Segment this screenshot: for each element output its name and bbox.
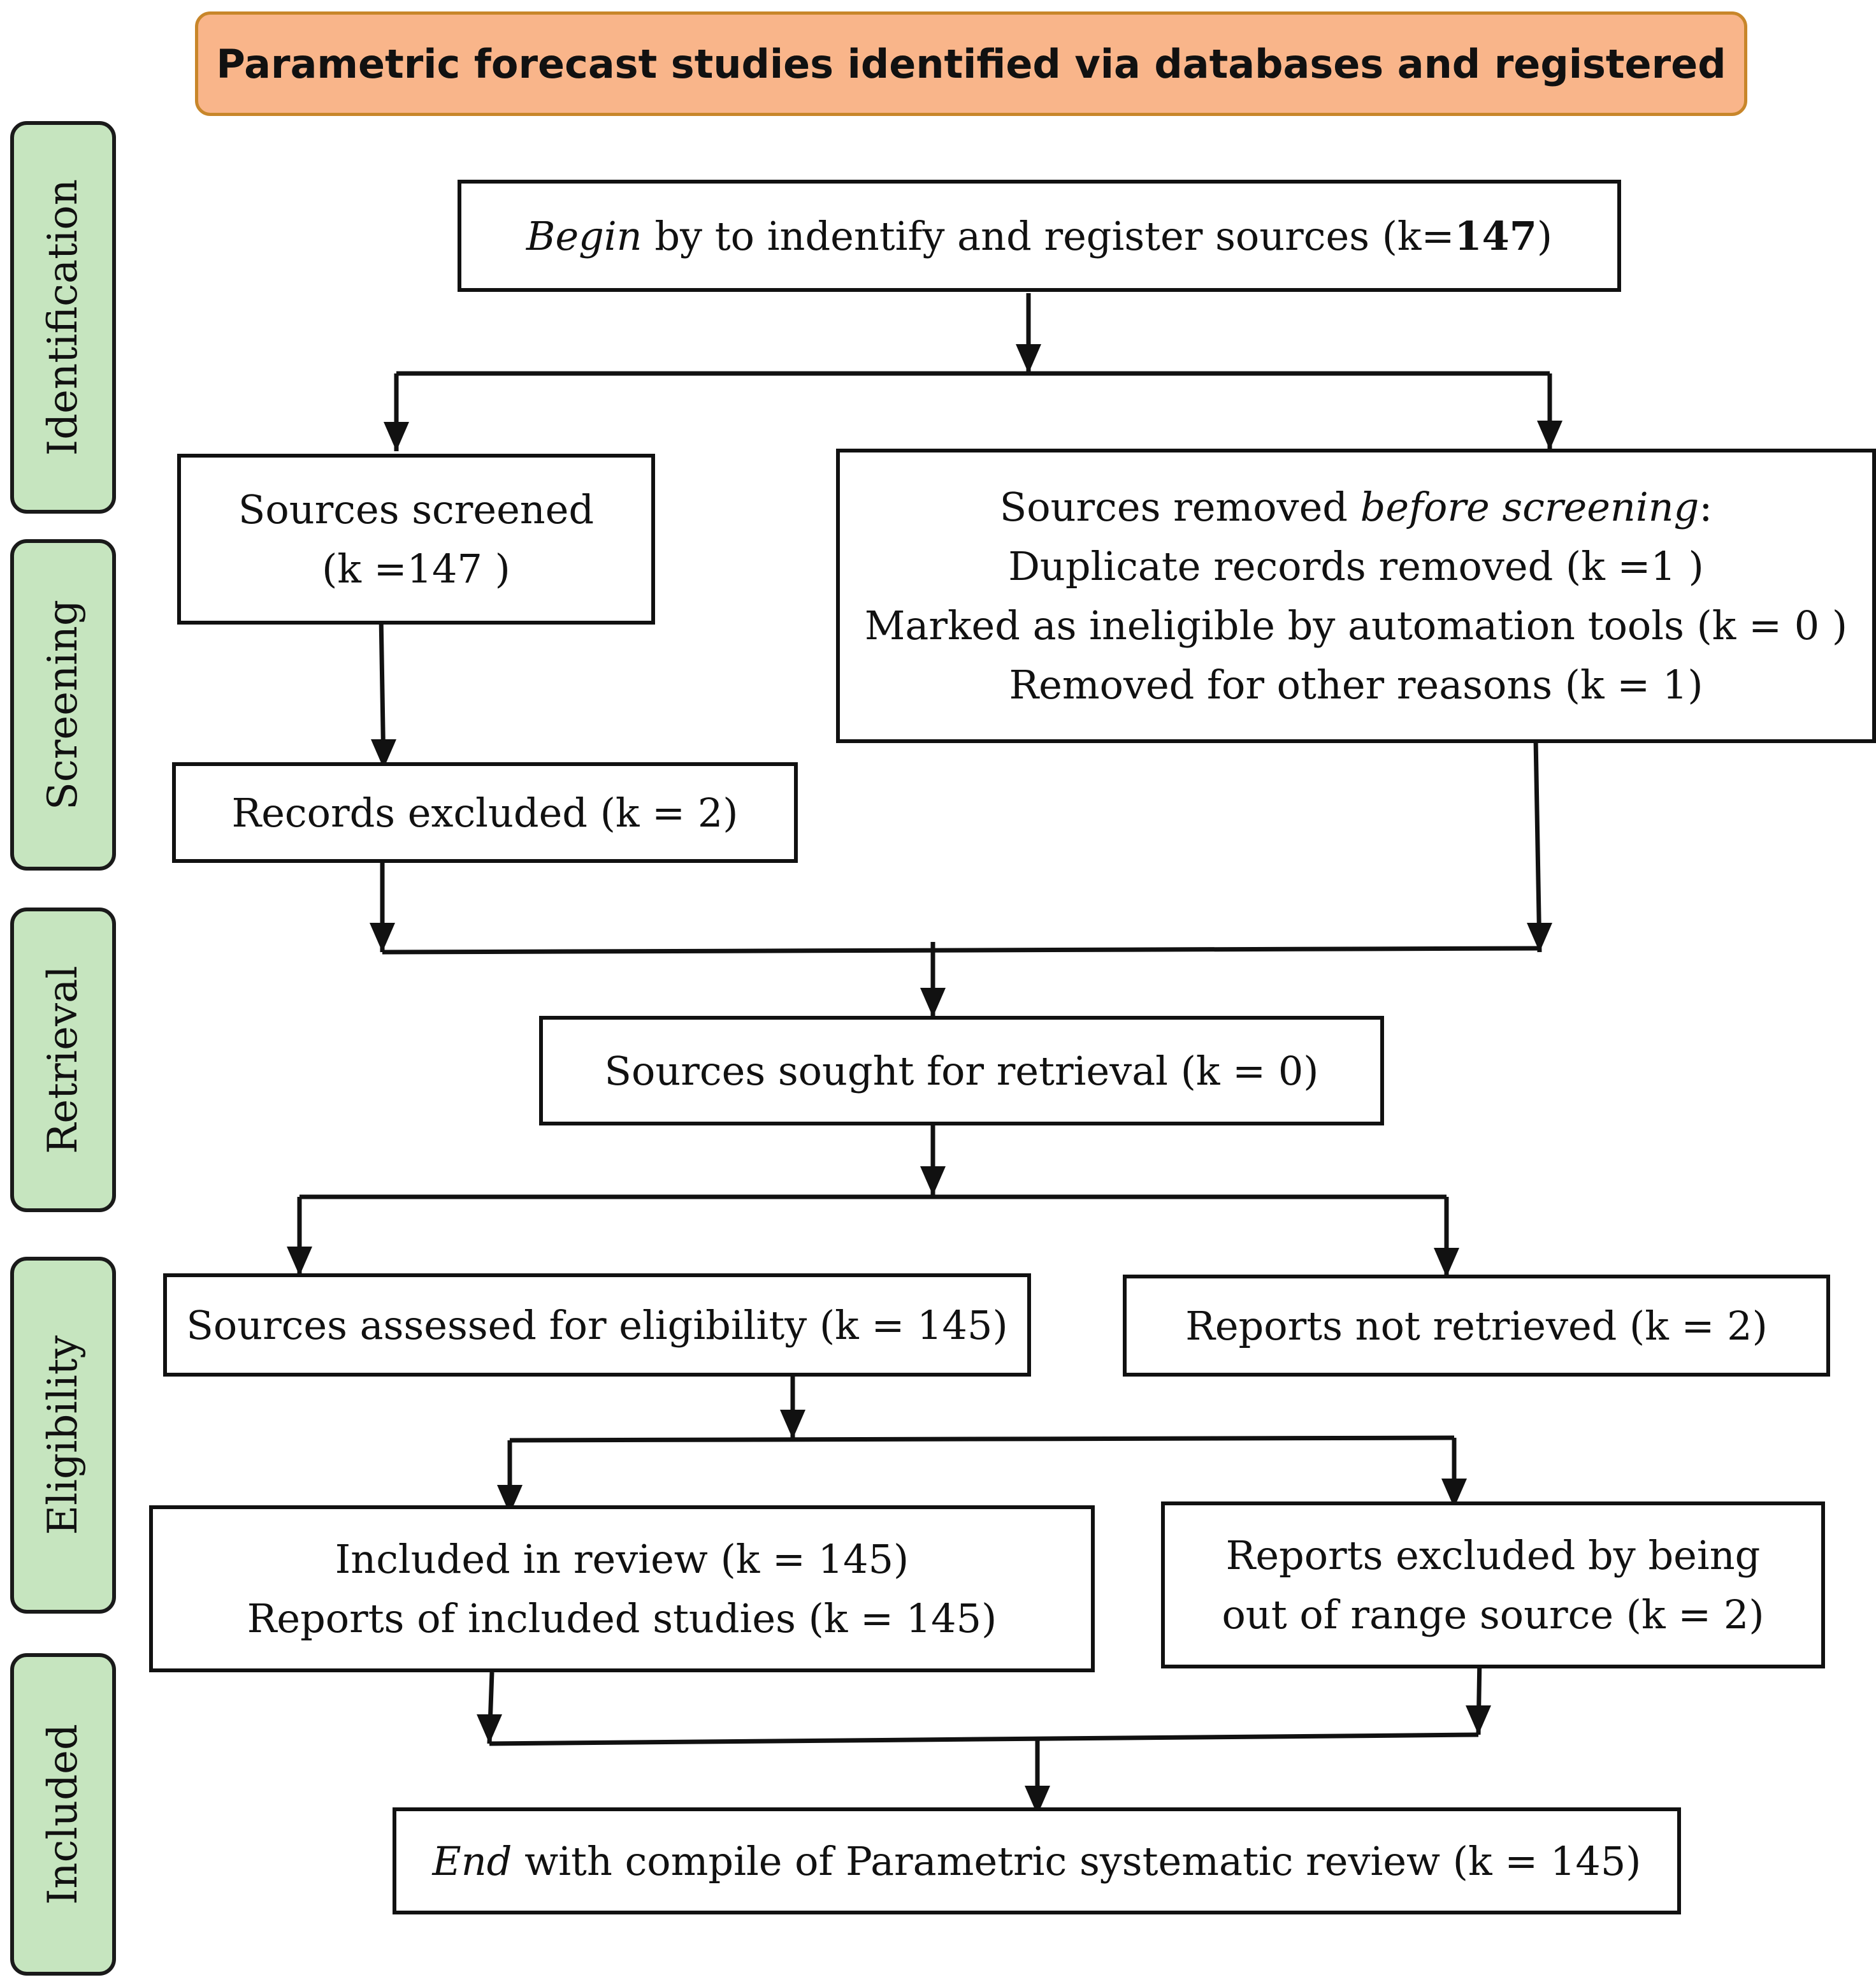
- stage-identification: Identification: [10, 121, 116, 514]
- begin-main: by to indentify and register sources (k=: [642, 212, 1455, 259]
- begin-italic: Begin: [526, 212, 642, 259]
- removed-line-1-pre: Sources removed: [999, 484, 1360, 530]
- removed-line-2: Duplicate records removed (k =1 ): [1008, 543, 1704, 590]
- arrowhead: [371, 739, 396, 769]
- arrowhead: [384, 422, 409, 451]
- removed-line-1: Sources removed before screening:: [1000, 477, 1712, 537]
- stage-label: Screening: [40, 600, 87, 810]
- stage-label: Eligibility: [40, 1335, 87, 1535]
- included-in-review-box: Included in review (k = 145) Reports of …: [149, 1505, 1095, 1672]
- records-excluded-box: Records excluded (k = 2): [172, 762, 798, 863]
- arrowhead: [920, 988, 946, 1017]
- merge-line-screening: [382, 946, 1540, 955]
- diagram-title-text: Parametric forecast studies identified v…: [216, 40, 1726, 87]
- end-italic: End: [432, 1837, 512, 1884]
- arrowhead: [1527, 923, 1552, 952]
- arrowhead: [780, 1410, 805, 1439]
- stage-retrieval: Retrieval: [10, 908, 116, 1212]
- sources-screened-box: Sources screened (k =147 ): [177, 454, 655, 625]
- included-line-2: Reports of included studies (k = 145): [247, 1595, 997, 1642]
- reports-not-retrieved-box: Reports not retrieved (k = 2): [1123, 1275, 1830, 1377]
- end-main: with compile of Parametric systematic re…: [512, 1837, 1642, 1884]
- arrowhead: [477, 1714, 502, 1744]
- arrowhead: [1434, 1248, 1459, 1277]
- stage-label: Retrieval: [40, 966, 87, 1154]
- stage-label: Identification: [40, 178, 87, 456]
- arrowhead: [1537, 421, 1562, 450]
- stage-included: Included: [10, 1653, 116, 1976]
- removed-line-1-post: :: [1699, 484, 1713, 530]
- begin-close: ): [1536, 212, 1553, 259]
- removed-line-1-italic: before screening: [1360, 484, 1699, 530]
- arrowhead: [920, 1166, 946, 1196]
- arrowhead: [1016, 344, 1041, 373]
- arrowhead: [497, 1485, 523, 1514]
- not-retrieved-text: Reports not retrieved (k = 2): [1185, 1302, 1768, 1349]
- arrowhead: [370, 923, 395, 952]
- sought-text: Sources sought for retrieval (k = 0): [604, 1047, 1319, 1094]
- stage-screening: Screening: [10, 539, 116, 871]
- branch-line-eligibility: [509, 1435, 1455, 1443]
- stage-label: Included: [40, 1724, 87, 1905]
- end-text: End with compile of Parametric systemati…: [433, 1832, 1642, 1891]
- included-line-1: Included in review (k = 145): [335, 1536, 909, 1582]
- arrowhead: [1466, 1705, 1491, 1735]
- removed-line-4: Removed for other reasons (k = 1): [1009, 662, 1703, 708]
- excluded-range-line-2: out of range source (k = 2): [1222, 1591, 1764, 1638]
- diagram-title: Parametric forecast studies identified v…: [195, 11, 1747, 116]
- begin-text: Begin by to indentify and register sourc…: [526, 206, 1552, 266]
- arrowhead: [1441, 1479, 1467, 1508]
- reports-excluded-range-box: Reports excluded by being out of range s…: [1161, 1501, 1825, 1668]
- begin-box: Begin by to indentify and register sourc…: [458, 180, 1621, 292]
- screened-line-1: Sources screened: [238, 486, 595, 533]
- arrowhead: [287, 1247, 312, 1276]
- sources-assessed-box: Sources assessed for eligibility (k = 14…: [163, 1273, 1031, 1377]
- arrow-removed-down: [1533, 739, 1542, 953]
- excluded-text: Records excluded (k = 2): [231, 789, 739, 836]
- excluded-range-line-1: Reports excluded by being: [1225, 1532, 1761, 1579]
- sources-sought-box: Sources sought for retrieval (k = 0): [539, 1016, 1384, 1125]
- arrowhead: [1025, 1786, 1050, 1815]
- begin-count: 147: [1454, 212, 1537, 259]
- removed-line-3: Marked as ineligible by automation tools…: [864, 602, 1848, 649]
- merge-line-eligibility: [489, 1732, 1479, 1746]
- stage-eligibility: Eligibility: [10, 1257, 116, 1614]
- end-box: End with compile of Parametric systemati…: [393, 1807, 1681, 1914]
- screened-line-2: (k =147 ): [322, 546, 510, 592]
- sources-removed-box: Sources removed before screening: Duplic…: [836, 449, 1876, 743]
- assessed-text: Sources assessed for eligibility (k = 14…: [186, 1301, 1008, 1349]
